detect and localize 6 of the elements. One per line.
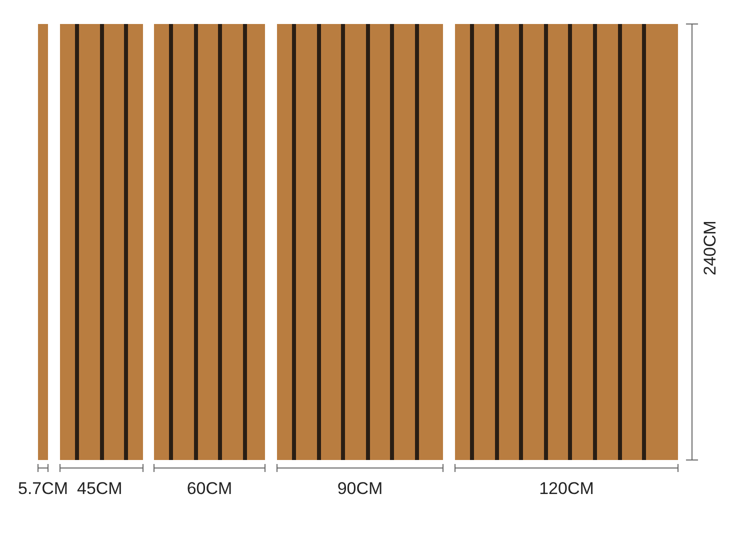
dimension-label: 90CM [337,478,383,500]
dimension-label: 45CM [77,478,122,500]
dimension-label: 5.7CM [18,478,68,500]
dimension-label: 240CM [699,220,720,276]
dimension-label: 120CM [539,478,594,500]
dimension-label: 60CM [186,478,232,500]
